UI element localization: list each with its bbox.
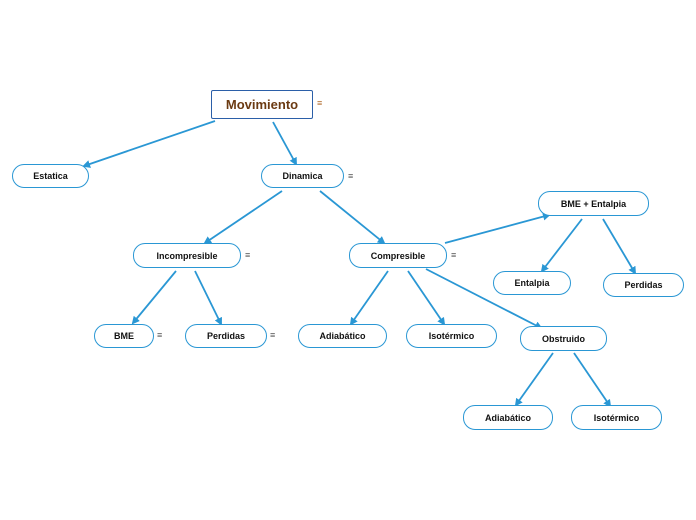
note-icon[interactable]: ≡ [451, 250, 457, 260]
node-perdidas-bme[interactable]: Perdidas [603, 273, 684, 297]
edge-movimiento-estatica [82, 120, 216, 168]
edge-obstruido-adiabatico [514, 352, 554, 407]
edge-compresible-isotermico [407, 270, 446, 326]
node-compresible[interactable]: Compresible [349, 243, 447, 268]
edge-incompresible-perdidas [194, 270, 222, 326]
node-perdidas[interactable]: Perdidas [185, 324, 267, 348]
edge-compresible-obstruido [425, 268, 543, 329]
note-icon[interactable]: ≡ [270, 330, 276, 340]
edge-incompresible-bme [131, 270, 177, 325]
edge-dinamica-incompresible [203, 190, 283, 245]
edge-compresible-adiabatico [349, 270, 389, 326]
edge-bme-entalpia-perdidas [602, 218, 637, 275]
node-entalpia[interactable]: Entalpia [493, 271, 571, 295]
node-bme[interactable]: BME [94, 324, 154, 348]
node-bme-entalpia[interactable]: BME + Entalpia [538, 191, 649, 216]
note-icon[interactable]: ≡ [348, 171, 354, 181]
note-icon[interactable]: ≡ [245, 250, 251, 260]
node-adiabatico-2[interactable]: Adiabático [463, 405, 553, 430]
node-dinamica[interactable]: Dinamica [261, 164, 344, 188]
node-isotermico-2[interactable]: Isotérmico [571, 405, 662, 430]
edge-movimiento-dinamica [272, 121, 297, 166]
edge-dinamica-compresible [319, 190, 386, 245]
note-icon[interactable]: ≡ [157, 330, 163, 340]
node-adiabatico[interactable]: Adiabático [298, 324, 387, 348]
edge-compresible-bme-entalpia [444, 212, 551, 244]
edge-bme-entalpia-entalpia [540, 218, 583, 273]
note-icon[interactable]: ≡ [317, 98, 323, 108]
node-incompresible[interactable]: Incompresible [133, 243, 241, 268]
node-isotermico[interactable]: Isotérmico [406, 324, 497, 348]
node-estatica[interactable]: Estatica [12, 164, 89, 188]
node-obstruido[interactable]: Obstruido [520, 326, 607, 351]
edge-obstruido-isotermico [573, 352, 612, 408]
node-movimiento[interactable]: Movimiento [211, 90, 313, 119]
